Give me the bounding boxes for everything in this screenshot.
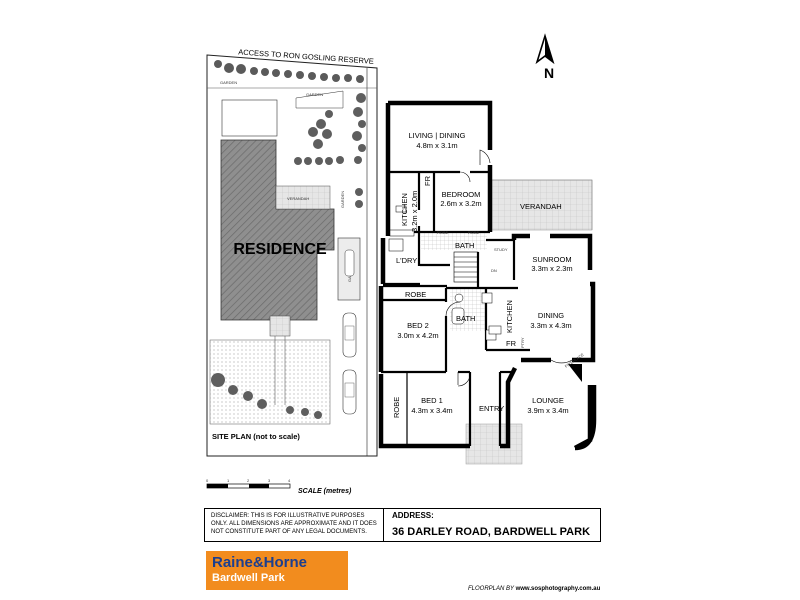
room-bath-lower: BATH [456, 314, 475, 323]
scale-label: SCALE (metres) [298, 488, 352, 495]
room-bed1-size: 4.3m x 3.4m [411, 406, 452, 415]
garden-label-3: GARDEN [340, 191, 345, 208]
credit-site: www.sosphotography.com.au [515, 586, 601, 592]
scale-tick-1: 1 [227, 478, 230, 483]
room-entry: ENTRY [479, 404, 504, 413]
floorplan-credit: FLOORPLAN BY www.sosphotography.com.au [468, 586, 600, 592]
site-verandah-label: VERANDAH [287, 196, 309, 201]
site-plan: ACCESS TO RON GOSLING RESERVE GARDEN GAR… [206, 47, 378, 457]
stairs [453, 251, 479, 283]
room-pantry: PTRY [520, 337, 525, 348]
room-kitchen-lower: KITCHEN [505, 300, 514, 333]
room-bedroom-size: 2.6m x 3.2m [440, 199, 481, 208]
room-laundry: L'DRY [396, 256, 417, 265]
scale-bar: 0 1 2 3 4 [206, 478, 291, 489]
garden-trees-right [352, 93, 366, 208]
entry-steps [465, 423, 523, 465]
room-kitchen-upper-name: KITCHEN [400, 193, 409, 226]
car-1 [342, 312, 357, 358]
room-living-dining-size: 4.8m x 3.1m [416, 141, 457, 150]
garden-trees-center [294, 110, 344, 165]
north-label: N [544, 65, 554, 81]
garden-label-1: GARDEN [220, 80, 237, 85]
scale-tick-3: 3 [268, 478, 271, 483]
garden-trees-top [214, 60, 364, 83]
residence-footprint [220, 139, 335, 321]
logo-title: Raine&Horne [212, 554, 308, 571]
lawn [209, 339, 331, 425]
room-dining-name: DINING [538, 311, 564, 320]
room-robe-a: ROBE [437, 230, 449, 235]
room-sunroom-size: 3.3m x 2.3m [531, 264, 572, 273]
room-robe-bed2: ROBE [405, 290, 426, 299]
room-robe-b: ROBE [468, 230, 480, 235]
north-arrow [535, 33, 555, 65]
room-bed2-size: 3.0m x 4.2m [397, 331, 438, 340]
room-lounge-size: 3.9m x 3.4m [527, 406, 568, 415]
room-dining-size: 3.3m x 4.3m [530, 321, 571, 330]
site-boundary [206, 54, 378, 457]
room-robe-bed1: ROBE [392, 397, 401, 418]
scale-tick-4: 4 [288, 478, 291, 483]
address-box: ADDRESS: 36 DARLEY ROAD, BARDWELL PARK [384, 508, 601, 542]
garden-label-2: GARDEN [306, 92, 323, 97]
room-dn: DN [491, 268, 497, 273]
room-verandah: VERANDAH [520, 202, 562, 211]
room-study: STUDY [494, 247, 508, 252]
logo-subtitle: Bardwell Park [212, 572, 285, 584]
residence-label: RESIDENCE [233, 241, 327, 258]
scale-tick-2: 2 [247, 478, 250, 483]
scale-tick-0: 0 [206, 478, 209, 483]
room-sunroom-name: SUNROOM [532, 255, 571, 264]
garden-trees-bottom [211, 373, 322, 419]
room-fr-lower: FR [506, 339, 517, 348]
address-value: 36 DARLEY ROAD, BARDWELL PARK [392, 526, 591, 538]
agency-logo: Raine&Horne Bardwell Park [206, 551, 348, 590]
credit-prefix: FLOORPLAN BY [468, 586, 514, 592]
room-fr-upper: FR [423, 175, 432, 186]
address-heading: ADDRESS: [392, 511, 434, 520]
fireplace [568, 364, 582, 382]
site-verandah [275, 185, 331, 210]
car-2 [342, 369, 357, 415]
room-bedroom-name: BEDROOM [442, 190, 481, 199]
room-bath-upper: BATH [455, 241, 474, 250]
disclaimer-text: DISCLAIMER: THIS IS FOR ILLUSTRATIVE PUR… [211, 513, 377, 535]
room-kitchen-upper-size: 3.2m x 2.0m [410, 191, 419, 232]
room-lounge-name: LOUNGE [532, 396, 564, 405]
room-bed1-name: BED 1 [421, 396, 443, 405]
room-living-dining-name: LIVING | DINING [409, 131, 466, 140]
room-bed2-name: BED 2 [407, 321, 429, 330]
disclaimer-box: DISCLAIMER: THIS IS FOR ILLUSTRATIVE PUR… [204, 508, 384, 542]
floor-plan [378, 100, 597, 465]
site-plan-caption: SITE PLAN (not to scale) [212, 432, 300, 441]
